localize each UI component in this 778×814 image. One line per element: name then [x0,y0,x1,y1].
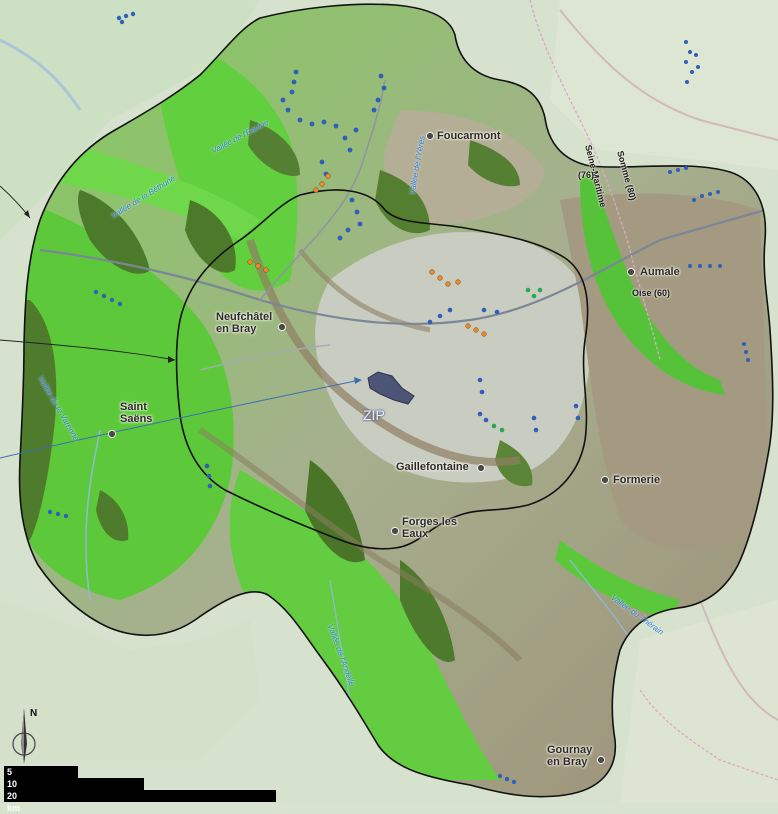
town-marker-saint-saens [107,429,117,439]
town-label-gournay: Gournay en Bray [547,744,593,768]
background-road [699,599,778,721]
intermediate-study-area-boundary [175,189,589,550]
wind-turbines-orange [247,173,487,337]
department-label-oise: Oise (60) [632,288,671,298]
zip-label: ZIP [363,407,385,423]
background-field-patch [0,600,260,760]
zip-zone [367,371,415,405]
town-label-saint-saens: Saint Saëns [120,401,153,425]
town-marker-neufchatel [277,322,287,332]
north-label: N [30,708,37,719]
town-markers [107,131,636,765]
town-marker-gournay [596,755,606,765]
wind-turbines-green [491,287,543,433]
town-label-forges: Forges les Eaux [402,516,458,540]
town-marker-formerie [600,475,610,485]
background-road [559,9,778,141]
department-boundary [529,0,661,361]
scale-label-20km: 20 km [7,791,21,813]
department-boundary [639,689,778,781]
town-marker-gaillefontaine [476,463,486,473]
leader-arrow-head [354,377,362,384]
north-arrow: N [8,704,40,766]
background-field-patch [620,600,778,803]
town-label-gaillefontaine: Gaillefontaine [396,461,469,473]
leader-arrow [0,339,176,361]
leader-arrow-head [168,356,175,363]
town-label-neufchatel: Neufchâtel en Bray [216,311,273,335]
town-marker-aumale [626,267,636,277]
town-label-aumale: Aumale [640,266,680,278]
outer-study-area-boundary [18,3,774,798]
town-label-foucarmont: Foucarmont [437,130,501,142]
leader-arrow-zip [0,379,361,459]
background-river [0,38,82,111]
leader-arrow-head [24,210,30,218]
wind-turbines-blue [47,11,750,785]
background-field-patch [0,0,260,240]
background-field-patch [550,0,778,170]
town-marker-foucarmont [425,131,435,141]
town-label-formerie: Formerie [613,474,661,486]
town-marker-forges [390,526,400,536]
department-label-seine-maritime-number: (76) [578,170,595,180]
